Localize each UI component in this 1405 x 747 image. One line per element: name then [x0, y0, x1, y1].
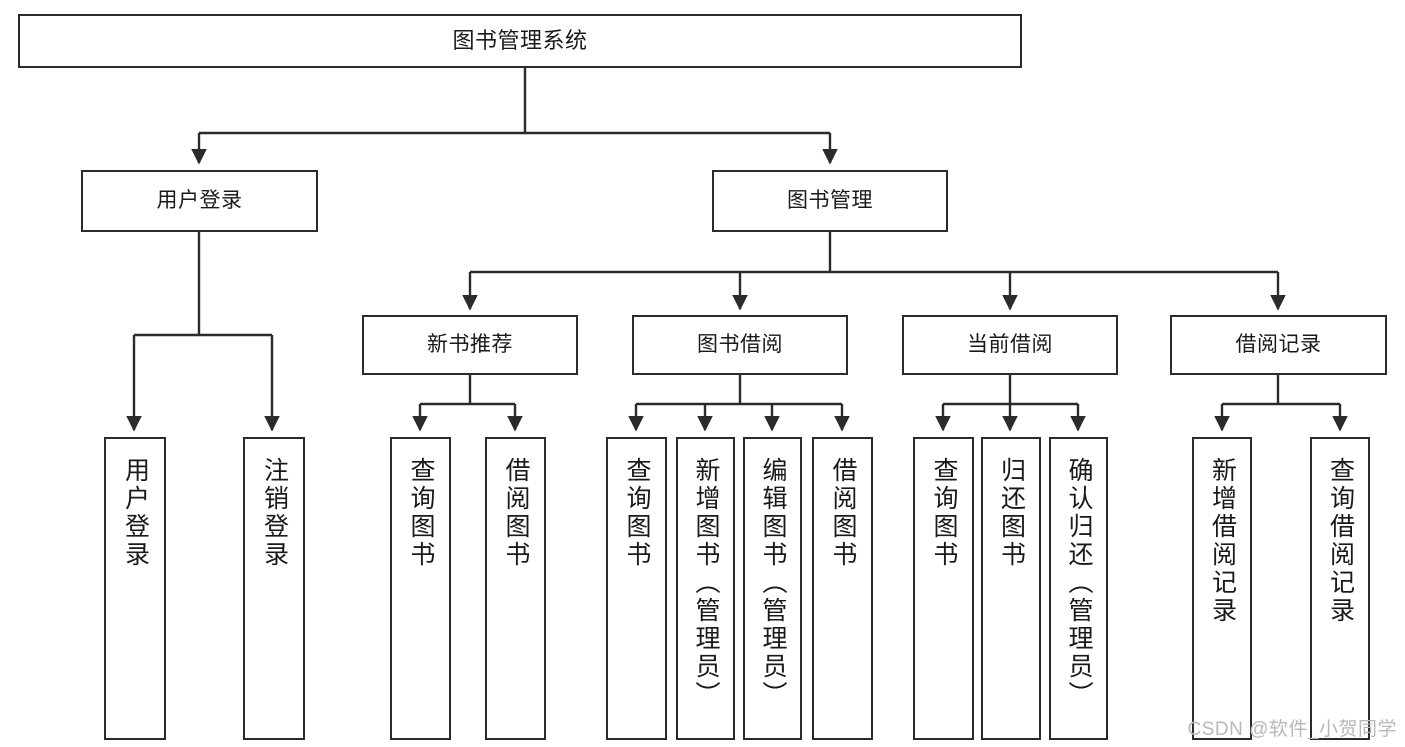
node-borrow-record[interactable]: 借阅记录	[1170, 315, 1387, 375]
node-label: 注销登录	[260, 457, 289, 569]
leaf-add-borrow-record[interactable]: 新增借阅记录	[1192, 437, 1252, 740]
node-label: 用户登录	[156, 188, 243, 212]
node-label: 新增图书（管理员）	[692, 457, 720, 709]
node-label: 查询图书	[623, 457, 651, 569]
node-label: 图书管理	[787, 188, 873, 212]
node-label: 新书推荐	[427, 332, 513, 356]
node-book-borrow[interactable]: 图书借阅	[632, 315, 848, 375]
node-label: 新增借阅记录	[1208, 457, 1237, 625]
node-label: 确认归还（管理员）	[1065, 457, 1093, 709]
node-label: 用户登录	[121, 457, 150, 569]
leaf-query-borrow-record[interactable]: 查询借阅记录	[1310, 437, 1370, 740]
node-label: 图书借阅	[697, 332, 783, 356]
leaf-borrow-book-borrow[interactable]: 借阅图书	[812, 437, 873, 740]
watermark-credit: CSDN @软件_小贺同学	[1187, 719, 1397, 740]
node-book-management[interactable]: 图书管理	[712, 170, 948, 232]
node-new-book-recommend[interactable]: 新书推荐	[362, 315, 578, 375]
node-label: 当前借阅	[967, 332, 1053, 356]
node-label: 图书管理系统	[452, 28, 588, 54]
leaf-user-login[interactable]: 用户登录	[104, 437, 166, 740]
node-label: 查询图书	[407, 457, 435, 569]
leaf-return-book[interactable]: 归还图书	[981, 437, 1041, 740]
node-label: 编辑图书（管理员）	[759, 457, 787, 709]
leaf-edit-book-admin[interactable]: 编辑图书（管理员）	[743, 437, 802, 740]
node-root-system[interactable]: 图书管理系统	[18, 14, 1022, 68]
leaf-logout-login[interactable]: 注销登录	[243, 437, 305, 740]
node-label: 归还图书	[997, 457, 1026, 569]
node-label: 借阅记录	[1235, 332, 1322, 356]
node-current-borrow[interactable]: 当前借阅	[902, 315, 1118, 375]
node-label: 借阅图书	[502, 457, 530, 569]
leaf-query-book-current[interactable]: 查询图书	[913, 437, 974, 740]
leaf-query-book-recommend[interactable]: 查询图书	[390, 437, 451, 740]
node-label: 查询借阅记录	[1326, 457, 1355, 625]
node-label: 借阅图书	[829, 457, 857, 569]
leaf-add-book-admin[interactable]: 新增图书（管理员）	[676, 437, 735, 740]
leaf-borrow-book-recommend[interactable]: 借阅图书	[485, 437, 546, 740]
node-label: 查询图书	[930, 457, 958, 569]
leaf-confirm-return-admin[interactable]: 确认归还（管理员）	[1049, 437, 1108, 740]
node-user-login[interactable]: 用户登录	[81, 170, 318, 232]
leaf-query-book-borrow[interactable]: 查询图书	[606, 437, 667, 740]
